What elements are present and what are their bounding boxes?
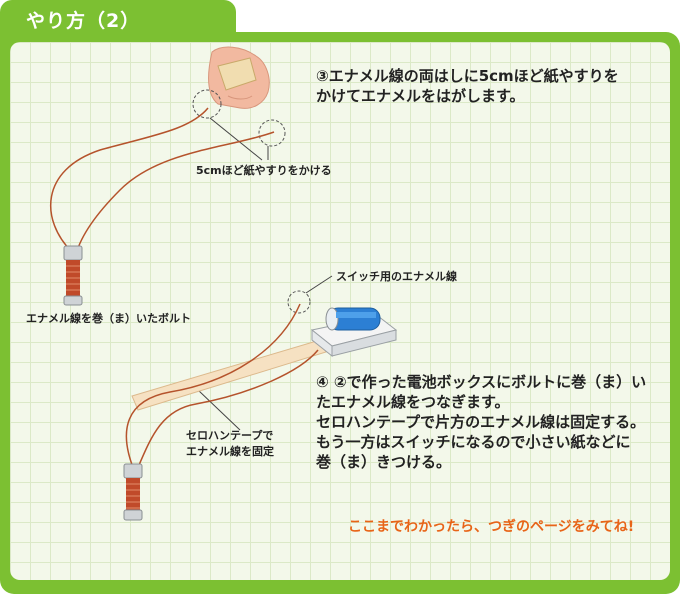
step4-line4: もう一方はスイッチになるので小さい紙などに xyxy=(316,433,631,451)
next-page-message: ここまでわかったら、つぎのページをみてね! xyxy=(348,519,635,535)
enamel-wire-upper-2 xyxy=(75,131,275,255)
step3-line2: かけてエナメルをはがします。 xyxy=(316,87,525,105)
battery-box xyxy=(310,307,398,358)
page-title: やり方（2） xyxy=(26,10,141,32)
hand-illustration xyxy=(208,46,270,109)
sandpaper-circle-2 xyxy=(258,119,286,147)
enamel-wire-lower-2 xyxy=(135,349,319,473)
step3-line1: ③エナメル線の両はしに5cmほど紙やすりを xyxy=(316,67,619,85)
step4-text: ④ ②で作った電池ボックスにボルトに巻（ま）い たエナメル線をつなぎます。 セロ… xyxy=(316,372,646,472)
bolt-label: エナメル線を巻（ま）いたボルト xyxy=(26,312,191,325)
bolt-upper xyxy=(63,245,83,306)
content-panel xyxy=(10,42,670,580)
step4-line5: 巻（ま）きつける。 xyxy=(316,453,452,471)
switch-wire-label: スイッチ用のエナメル線 xyxy=(336,270,457,283)
bolt-lower xyxy=(123,463,143,521)
step4-line1: ④ ②で作った電池ボックスにボルトに巻（ま）い xyxy=(316,373,647,391)
sandpaper-label: 5cmほど紙やすりをかける xyxy=(196,164,332,177)
enamel-wire-upper xyxy=(50,107,209,253)
step3-text: ③エナメル線の両はしに5cmほど紙やすりを かけてエナメルをはがします。 xyxy=(316,66,619,106)
step4-line3: セロハンテープで片方のエナメル線は固定する。 xyxy=(316,413,646,431)
switch-wire-circle xyxy=(287,290,311,314)
enamel-wire-lower xyxy=(125,303,301,471)
tape-label-line1: セロハンテープで xyxy=(186,429,274,442)
tape-label: セロハンテープで エナメル線を固定 xyxy=(186,428,274,460)
step4-line2: たエナメル線をつなぎます。 xyxy=(316,393,510,411)
tape-strip xyxy=(131,339,327,411)
sandpaper-circle-1 xyxy=(192,89,222,119)
tape-label-line2: エナメル線を固定 xyxy=(186,445,274,458)
